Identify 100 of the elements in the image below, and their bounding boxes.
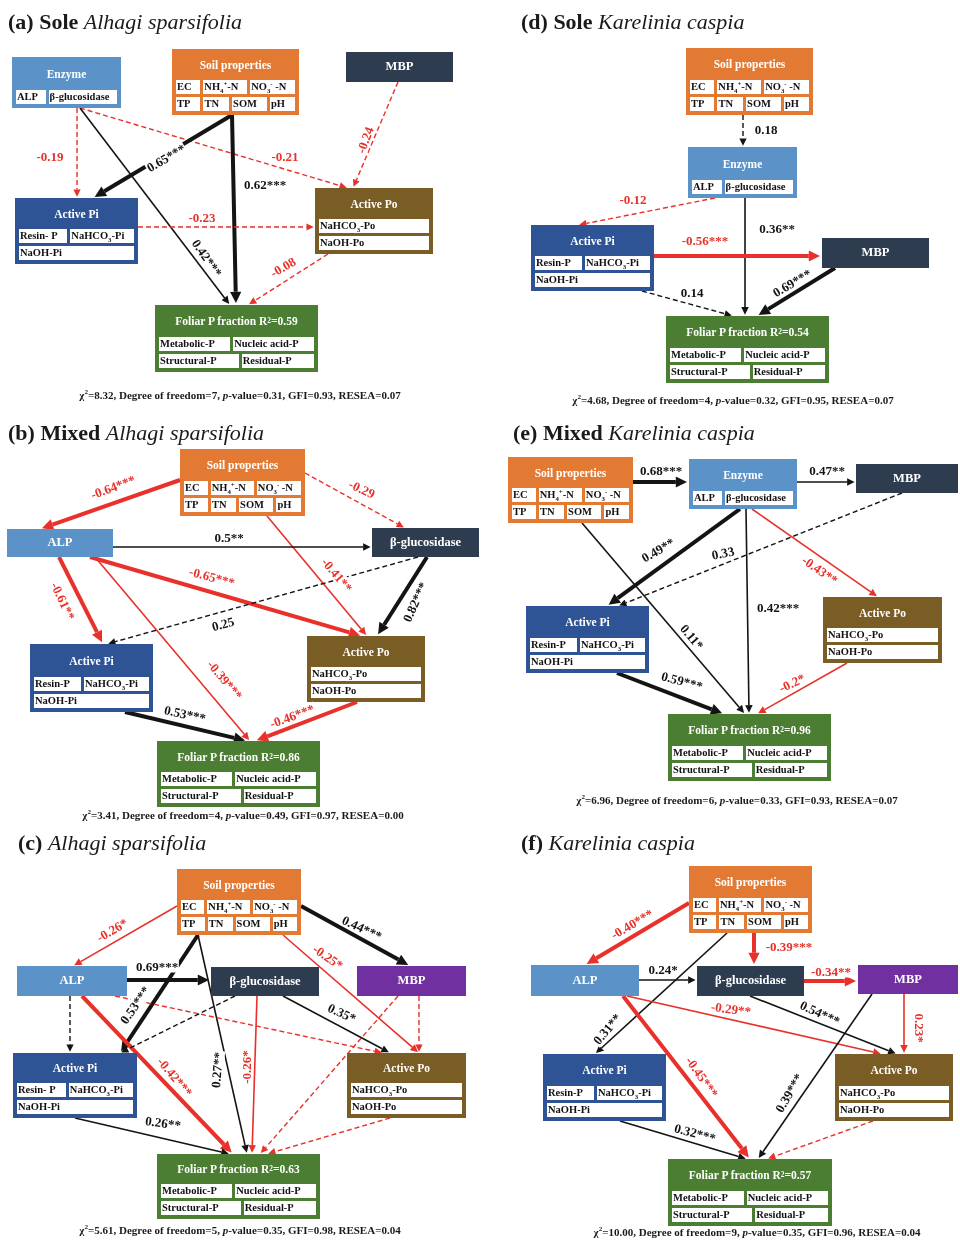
path-arrow	[41, 478, 181, 530]
table-cell: NH$_{4}$$^{+}$-N	[716, 79, 763, 95]
table-cell: ALP	[692, 490, 724, 506]
table-cell: NO$_{3}$$^{-}$ -N	[255, 480, 302, 496]
table-cell: Nucleic acid-P	[743, 347, 826, 363]
table-cell: Resin-P	[33, 676, 82, 692]
table-cell: NO$_{3}$$^{-}$ -N	[763, 897, 809, 913]
table-cell: SOM	[234, 916, 271, 932]
variable-box	[689, 459, 797, 509]
box-heading: Soil properties	[712, 57, 787, 73]
table-cell: Metabolic-P	[160, 1183, 234, 1199]
path-arrow	[108, 556, 419, 646]
variable-box: ALP	[17, 966, 127, 996]
box-heading: Soil properties	[205, 458, 280, 474]
path-arrow	[804, 975, 856, 987]
box-heading: Soil properties	[533, 465, 608, 482]
variable-box	[543, 1054, 666, 1121]
path-arrow	[641, 290, 732, 318]
path-arrow	[260, 995, 399, 1154]
variable-box	[155, 305, 318, 372]
path-arrow	[619, 492, 903, 607]
table-cell: SOM	[745, 96, 782, 112]
variable-box: MBP	[357, 966, 466, 996]
path-arrow	[89, 555, 361, 638]
table-cell: ALP	[15, 89, 47, 105]
variable-box	[508, 457, 633, 523]
path-arrow	[114, 995, 382, 1055]
path-arrow	[741, 197, 749, 315]
path-arrow	[127, 974, 209, 986]
path-arrow	[579, 197, 716, 227]
box-heading: Enzyme	[45, 66, 88, 83]
table-cell: TN	[209, 497, 238, 513]
table-cell: ALP	[691, 179, 723, 195]
table-cell: NaOH-Po	[310, 683, 422, 699]
variable-box	[307, 636, 425, 702]
path-arrow	[74, 1117, 229, 1156]
table-cell: NH$_{4}$$^{+}$-N	[206, 899, 252, 915]
table-cell: Structural-P	[158, 353, 240, 369]
path-arrow	[57, 556, 103, 643]
panel-title: (e) Mixed Karelinia caspia	[513, 420, 755, 446]
variable-box	[526, 606, 649, 673]
variable-box: β-glucosidase	[211, 967, 319, 996]
variable-box	[15, 198, 138, 264]
table-cell: pH	[271, 916, 298, 932]
path-arrow	[415, 995, 423, 1052]
path-arrow	[282, 934, 418, 1053]
path-arrow	[621, 994, 749, 1158]
path-arrow	[595, 932, 728, 1054]
box-heading: Active Pi	[569, 233, 616, 249]
path-arrow	[121, 995, 236, 1053]
table-cell: Residual-P	[242, 1200, 317, 1216]
variable-box: ALP	[7, 529, 113, 557]
path-arrow	[249, 253, 329, 305]
variable-box	[172, 49, 299, 115]
table-cell: NaHCO$_{3}$-Po	[350, 1082, 463, 1098]
table-cell: EC	[175, 79, 202, 95]
variable-box	[315, 188, 433, 254]
path-arrow	[616, 671, 723, 715]
table-cell: SOM	[566, 504, 603, 520]
box-heading: Enzyme	[721, 156, 764, 173]
variable-box: β-glucosidase	[372, 528, 479, 557]
path-arrow	[137, 223, 314, 231]
table-cell: EC	[183, 480, 209, 496]
table-cell: β-glucosidase	[723, 179, 794, 195]
table-cell: TP	[689, 96, 716, 112]
path-arrow	[745, 508, 753, 713]
path-arrow	[758, 993, 873, 1158]
path-arrow	[121, 933, 200, 1052]
path-arrow	[73, 107, 81, 197]
table-cell: NaHCO$_{3}$-Pi	[69, 228, 135, 244]
table-cell: Resin- P	[16, 1082, 67, 1098]
box-heading: Active Pi	[51, 1061, 99, 1076]
table-cell: pH	[275, 497, 302, 513]
path-arrow	[230, 114, 242, 303]
table-cell: NH$_{4}$$^{+}$-N	[717, 897, 763, 913]
table-cell: TN	[206, 916, 234, 932]
path-arrow	[282, 995, 389, 1053]
box-heading: Active Po	[341, 644, 391, 660]
path-arrow	[112, 543, 371, 551]
variable-box	[347, 1053, 466, 1118]
table-cell: NaOH-Pi	[18, 245, 135, 261]
table-cell: Structural-P	[671, 1207, 754, 1223]
table-cell: Resin-P	[529, 637, 578, 653]
table-cell: Resin-P	[534, 255, 583, 271]
path-arrow	[768, 1120, 874, 1160]
path-arrow	[608, 507, 742, 605]
table-cell: Nucleic acid-P	[232, 336, 315, 352]
table-cell: NaOH-Pi	[546, 1102, 663, 1118]
table-cell: NH$_{4}$$^{+}$-N	[537, 487, 583, 503]
table-cell: NaHCO$_{3}$-Pi	[596, 1085, 663, 1101]
table-cell: NaOH-Pi	[529, 654, 646, 670]
panel-title: (a) Sole Alhagi sparsifolia	[8, 9, 243, 35]
path-arrow	[80, 994, 232, 1153]
variable-box	[668, 714, 831, 781]
variable-box	[180, 449, 305, 516]
table-cell: NaHCO$_{3}$-Pi	[584, 255, 651, 271]
path-arrow	[758, 662, 848, 714]
panel-title: (f) Karelinia caspia	[521, 830, 695, 856]
box-heading: Active Pi	[53, 206, 100, 222]
panel-title: (d) Sole Karelinia caspia	[521, 9, 745, 35]
